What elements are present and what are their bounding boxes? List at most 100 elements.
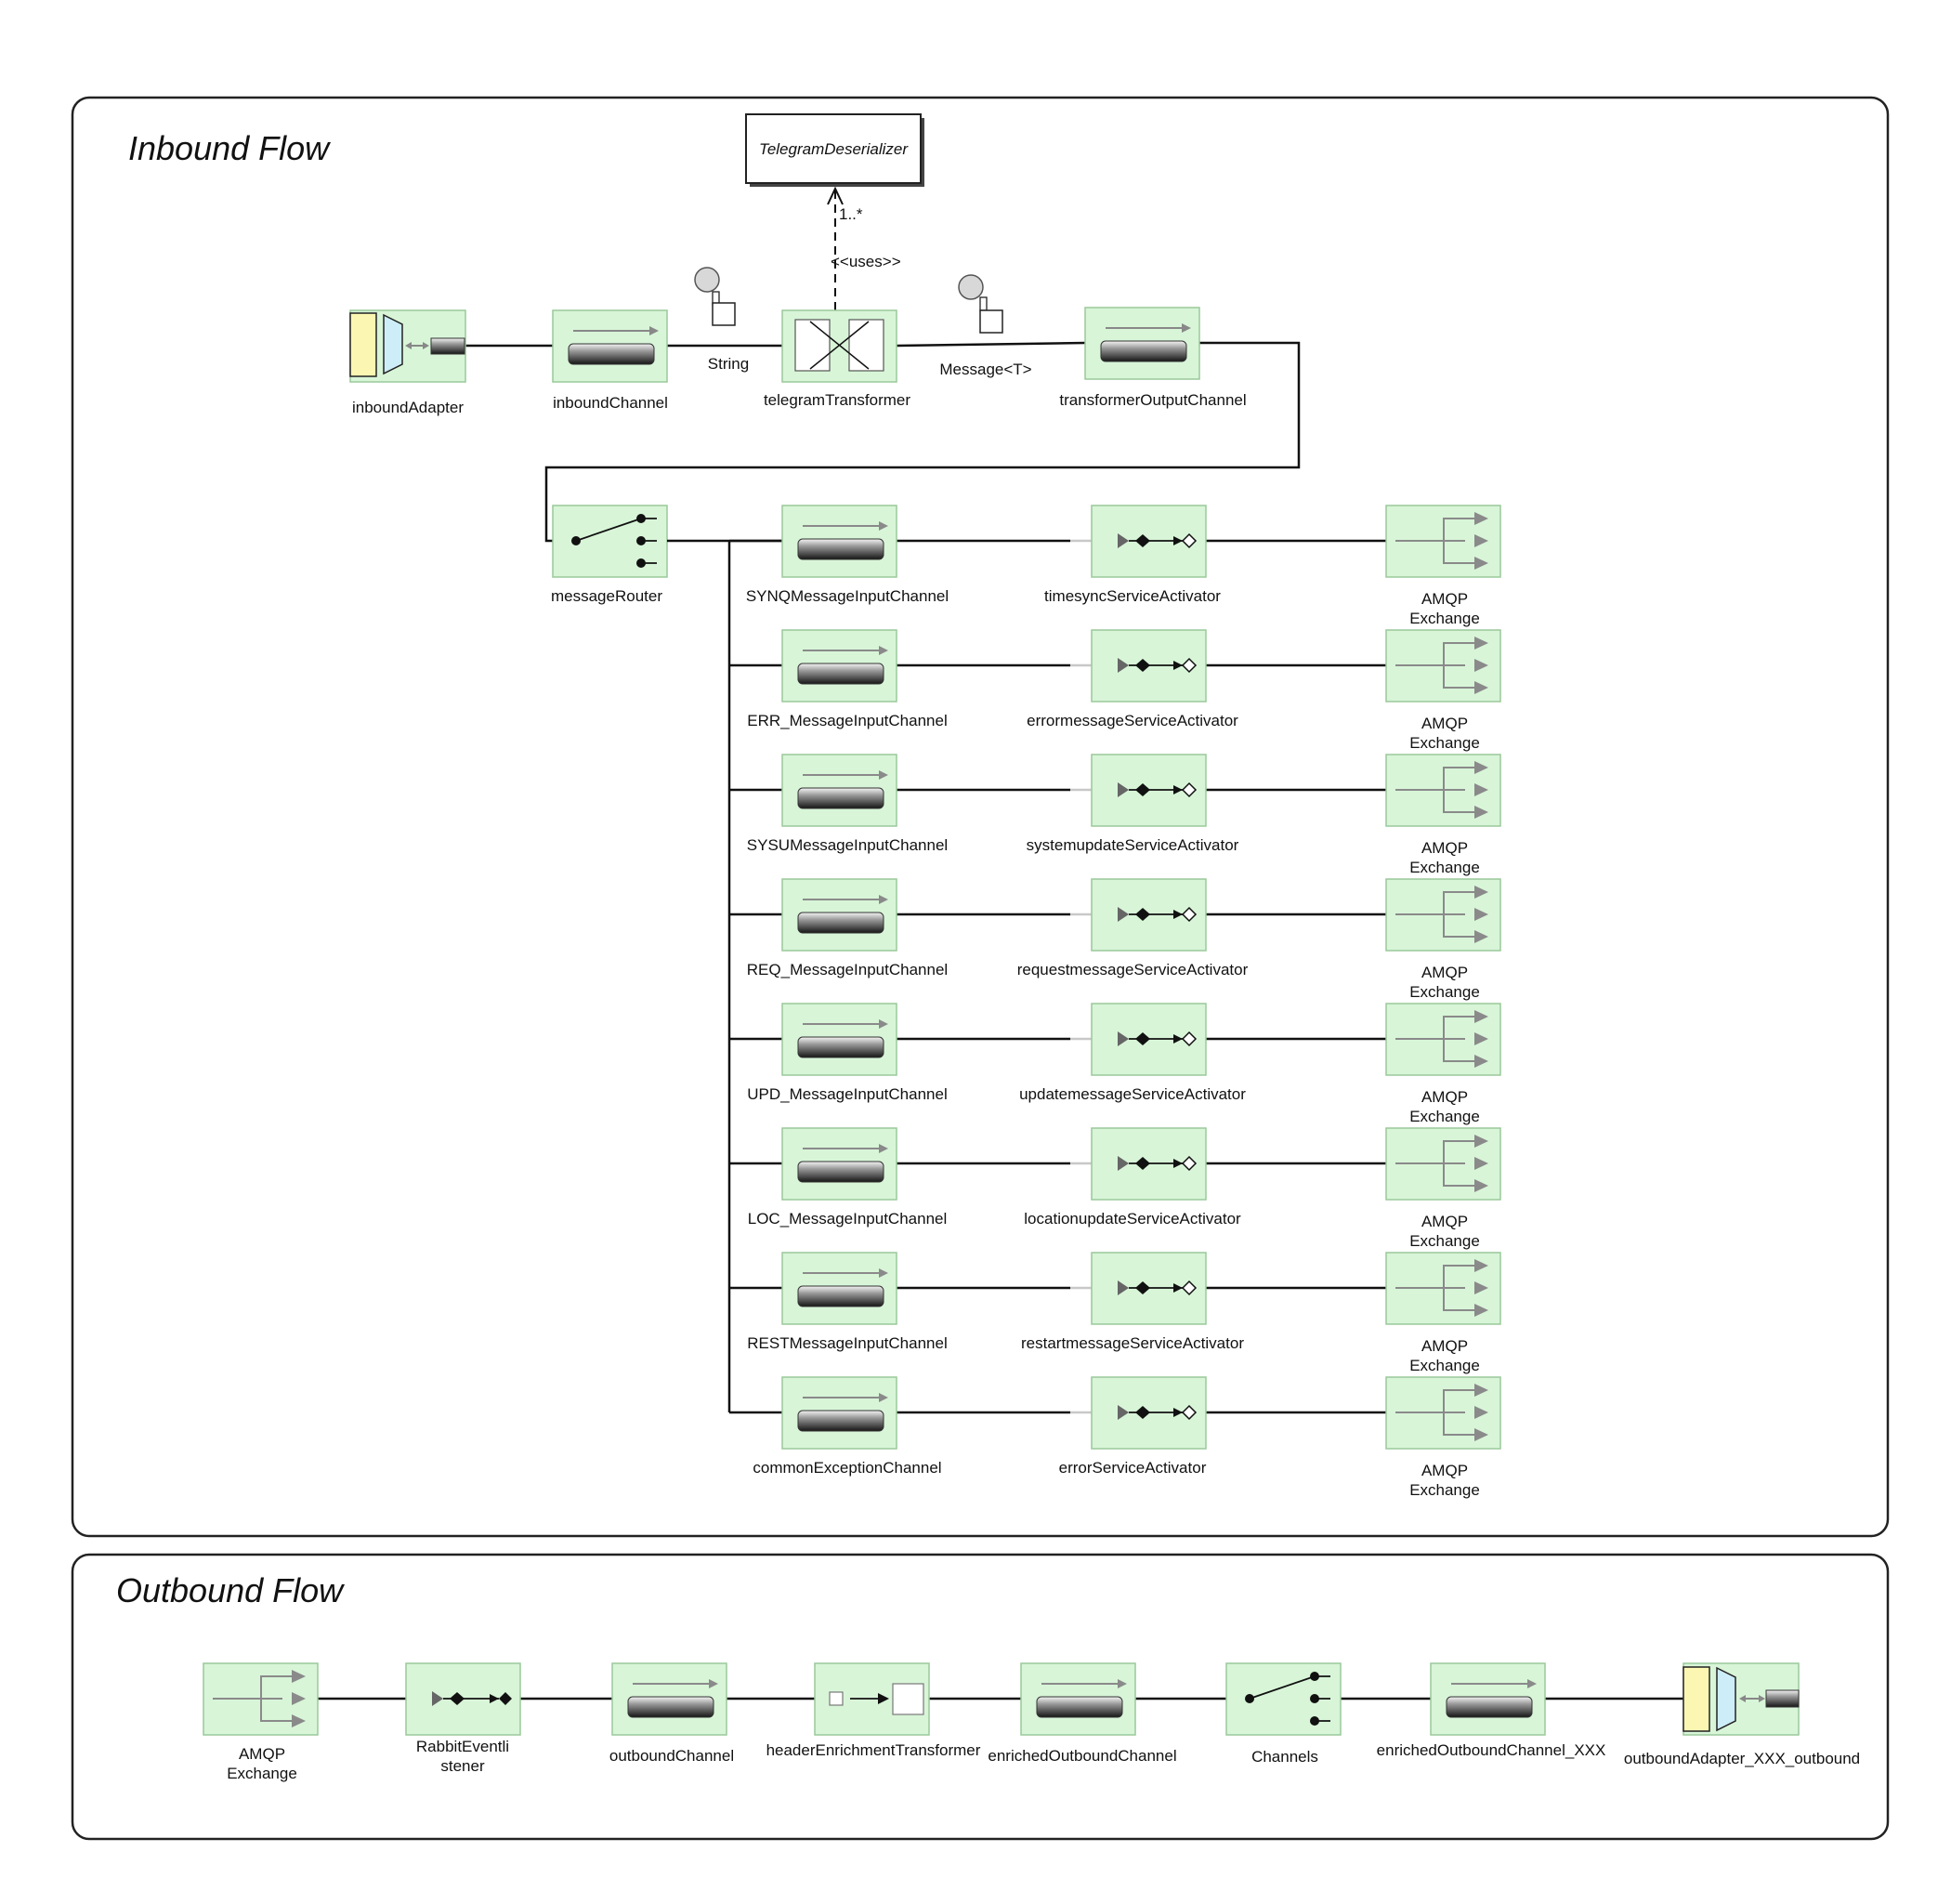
transformer-output-channel-label: transformerOutputChannel [1059, 391, 1246, 409]
channel-icon [1036, 1696, 1123, 1718]
route-input-channel[interactable] [781, 1252, 897, 1325]
route-amqp-exchange[interactable] [1385, 754, 1501, 827]
channel-icon [797, 787, 884, 809]
route-exchange-label: AMQP [1421, 1337, 1468, 1355]
amqp-exchange-icon [1395, 518, 1474, 564]
channel-icon [627, 1696, 714, 1718]
route-channel-label: RESTMessageInputChannel [747, 1334, 947, 1352]
service-activator-icon [1118, 1155, 1198, 1172]
route-activator-label: timesyncServiceActivator [1044, 587, 1221, 605]
route-amqp-exchange[interactable] [1385, 878, 1501, 952]
inbound-channel-label: inboundChannel [553, 394, 668, 412]
amqp-exchange-icon [1395, 891, 1474, 938]
uses-arrowhead [827, 186, 844, 205]
route-input-channel[interactable] [781, 505, 897, 578]
service-activator-icon [1118, 1031, 1198, 1047]
message-payload-marker-icon [958, 274, 1003, 334]
route-channel-label: ERR_MessageInputChannel [747, 712, 947, 729]
route-channel-label: LOC_MessageInputChannel [748, 1210, 948, 1228]
route-exchange-label: AMQP [1421, 590, 1468, 608]
route-service-activator[interactable] [1091, 754, 1207, 827]
outbound-channel[interactable] [611, 1662, 727, 1736]
route-service-activator[interactable] [1091, 1003, 1207, 1076]
outbound-channel-label: enrichedOutboundChannel_XXX [1377, 1741, 1606, 1759]
router-icon [571, 514, 657, 568]
route-channel-label: SYSUMessageInputChannel [747, 836, 948, 854]
outbound-exchange[interactable] [203, 1662, 319, 1736]
route-exchange-label: Exchange [1409, 734, 1480, 752]
telegram-deserializer[interactable]: TelegramDeserializer [745, 113, 924, 187]
route-input-channel[interactable] [781, 1127, 897, 1201]
route-activator-label: locationupdateServiceActivator [1024, 1210, 1241, 1228]
telegram-transformer[interactable] [781, 309, 897, 383]
transformer-icon [794, 319, 884, 372]
route-amqp-exchange[interactable] [1385, 1252, 1501, 1325]
service-activator-icon [1118, 1404, 1198, 1421]
outbound-exchange-label: AMQP [239, 1745, 285, 1763]
message-router-label: messageRouter [551, 587, 662, 605]
outbound-outbound-adapter-label: outboundAdapter_XXX_outbound [1624, 1750, 1860, 1767]
inbound-channel[interactable] [552, 309, 668, 383]
amqp-exchange-icon [213, 1675, 292, 1722]
outbound-outbound-adapter[interactable] [1683, 1662, 1800, 1736]
route-service-activator[interactable] [1091, 1252, 1207, 1325]
route-service-activator[interactable] [1091, 1376, 1207, 1450]
route-amqp-exchange[interactable] [1385, 505, 1501, 578]
route-activator-label: restartmessageServiceActivator [1021, 1334, 1244, 1352]
route-input-channel[interactable] [781, 629, 897, 703]
route-exchange-label: AMQP [1421, 1213, 1468, 1230]
message-router[interactable] [552, 505, 668, 578]
route-amqp-exchange[interactable] [1385, 1003, 1501, 1076]
channel-icon [797, 1410, 884, 1432]
amqp-exchange-icon [1395, 642, 1474, 689]
route-input-channel[interactable] [781, 754, 897, 827]
route-input-channel[interactable] [781, 1003, 897, 1076]
outbound-channel-label: enrichedOutboundChannel [988, 1747, 1176, 1765]
route-row: UPD_MessageInputChannel updatemessageServ… [729, 1003, 1501, 1125]
channel-icon [797, 912, 884, 934]
outbound-channel[interactable] [1020, 1662, 1136, 1736]
route-row: RESTMessageInputChannel restartmessageSer… [729, 1252, 1501, 1374]
service-activator-icon [432, 1691, 512, 1706]
route-service-activator[interactable] [1091, 629, 1207, 703]
route-amqp-exchange[interactable] [1385, 1127, 1501, 1201]
route-service-activator[interactable] [1091, 878, 1207, 952]
inbound-adapter-label: inboundAdapter [352, 399, 464, 416]
message-t-edge-label: Message<T> [939, 361, 1031, 378]
outbound-exchange-label: Exchange [227, 1765, 297, 1782]
route-channel-label: SYNQMessageInputChannel [746, 587, 949, 605]
route-service-activator[interactable] [1091, 505, 1207, 578]
string-payload-marker-icon [694, 267, 736, 326]
service-activator-icon [1118, 657, 1198, 674]
route-exchange-label: Exchange [1409, 1232, 1480, 1250]
outbound-channel[interactable] [1430, 1662, 1546, 1736]
route-service-activator[interactable] [1091, 1127, 1207, 1201]
channel-icon [1100, 340, 1187, 362]
outbound-enricher[interactable] [814, 1662, 930, 1736]
route-input-channel[interactable] [781, 878, 897, 952]
route-exchange-label: Exchange [1409, 983, 1480, 1001]
outbound-flow-title: Outbound Flow [116, 1571, 345, 1609]
route-exchange-label: Exchange [1409, 610, 1480, 627]
inbound-adapter[interactable] [349, 309, 466, 383]
route-activator-label: updatemessageServiceActivator [1019, 1085, 1246, 1103]
route-amqp-exchange[interactable] [1385, 1376, 1501, 1450]
amqp-exchange-icon [1395, 1140, 1474, 1187]
route-input-channel[interactable] [781, 1376, 897, 1450]
route-amqp-exchange[interactable] [1385, 629, 1501, 703]
outbound-layer: AMQPExchangeRabbitEventlisteneroutboundC… [203, 1662, 1860, 1782]
service-activator-icon [1118, 781, 1198, 798]
outbound-activator[interactable] [405, 1662, 521, 1736]
amqp-exchange-icon [1395, 767, 1474, 813]
transformer-output-channel[interactable] [1084, 307, 1200, 380]
header-enricher-icon [829, 1683, 924, 1715]
route-exchange-label: AMQP [1421, 964, 1468, 981]
outbound-flow-panel [71, 1553, 1890, 1841]
amqp-exchange-icon [1395, 1265, 1474, 1311]
channel-icon [797, 1285, 884, 1307]
route-channel-label: UPD_MessageInputChannel [747, 1085, 947, 1103]
outbound-router[interactable] [1225, 1662, 1342, 1736]
